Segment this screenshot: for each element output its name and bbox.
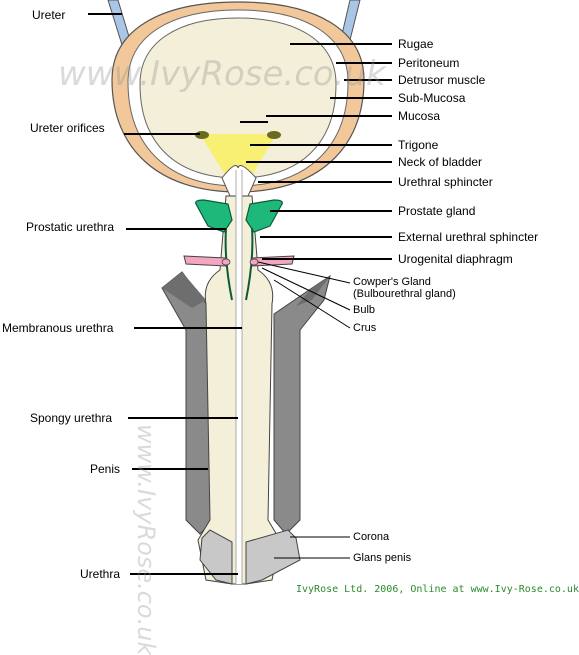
label-prostatic-urethra: Prostatic urethra [26,220,115,234]
prostate-right-lobe [245,199,283,233]
label-trigone: Trigone [398,138,439,152]
right-ureter-orifice [267,131,281,139]
label-crus: Crus [353,322,377,334]
label-neck-of-bladder: Neck of bladder [398,155,483,169]
label-mucosa: Mucosa [398,109,441,123]
urogenital-diaphragm-left [183,255,227,267]
leader-lines-right-thin [257,261,351,559]
label-peritoneum: Peritoneum [398,56,460,70]
cowpers-gland-left [221,258,231,266]
label-detrusor-muscle: Detrusor muscle [398,73,486,87]
leader-lines-right [246,43,392,260]
urinary-anatomy-illustration [88,0,392,585]
trigone-region [200,134,276,186]
label-corona: Corona [353,531,390,543]
label-urethra: Urethra [80,567,121,581]
label-rugae: Rugae [398,37,434,51]
watermark-vertical: www.IvyRose.co.uk [132,424,160,655]
label-bulbourethral-gland: (Bulbourethral gland) [353,288,456,300]
label-glans-penis: Glans penis [353,552,412,564]
label-urogenital-diaphragm: Urogenital diaphragm [398,252,513,266]
prostate-left-lobe [195,199,233,233]
leader-lines-left [88,13,268,575]
glans-penis-shape-right [245,529,301,585]
label-ureter-orifices: Ureter orifices [30,121,105,135]
urogenital-diaphragm-right [251,255,295,267]
label-sub-mucosa: Sub-Mucosa [398,91,466,105]
footer-credit: IvyRose Ltd. 2006, Online at www.Ivy-Ros… [296,584,579,595]
label-prostate-gland: Prostate gland [398,204,476,218]
label-external-urethral-sphincter: External urethral sphincter [398,230,539,244]
right-corpus-cavernosum [273,274,331,535]
label-ureter: Ureter [32,8,66,22]
label-bulb: Bulb [353,304,376,316]
right-crus [296,276,330,306]
label-spongy-urethra: Spongy urethra [30,411,113,425]
label-urethral-sphincter: Urethral sphincter [398,175,493,189]
glans-penis-shape [199,529,233,585]
watermark-top: www.IvyRose.co.uk [58,54,386,94]
label-membranous-urethra: Membranous urethra [2,321,114,335]
label-penis: Penis [90,462,121,476]
left-crus [162,272,206,308]
cowpers-gland-right [249,258,259,266]
label-cowpers-gland: Cowper's Gland [353,276,431,288]
urethra-channel-edge [235,170,243,584]
